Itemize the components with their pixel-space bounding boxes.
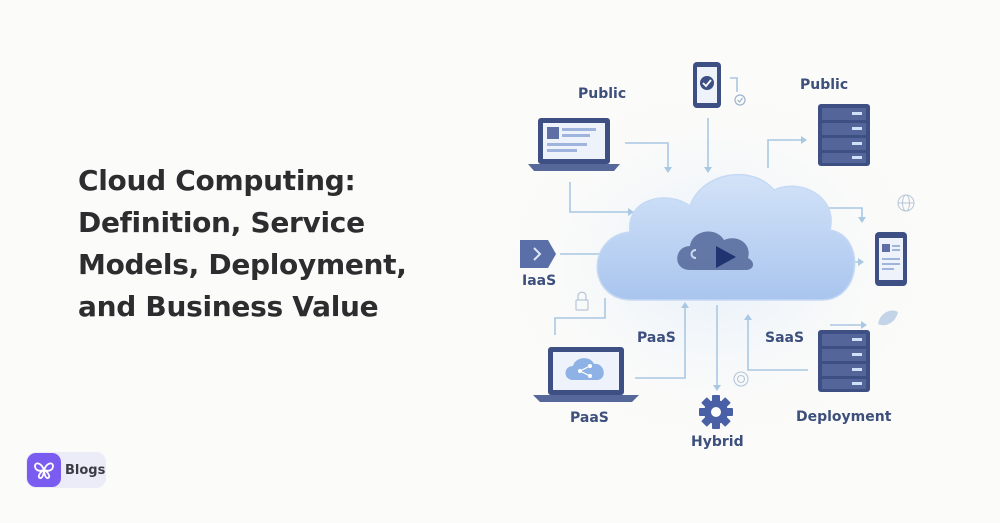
central-cloud [596,173,856,301]
brand-badge[interactable]: Blogs [26,452,106,488]
brand-logo-icon [27,453,61,487]
label-hybrid: Hybrid [691,434,744,450]
brand-name: Blogs [65,462,106,478]
label-saas: SaaS [765,330,805,346]
signal-icon [733,371,749,387]
label-deployment: Deployment [796,409,892,425]
title-line-1: Cloud Computing: [78,164,356,197]
title-line-3: Models, Deployment, [78,248,407,281]
checkmark-icon [734,94,746,106]
title-line-2: Definition, Service [78,206,365,239]
leaf-icon [878,310,898,326]
server-rack-icon [818,330,870,392]
smartphone-icon [693,62,721,108]
label-public-right: Public [800,77,849,93]
play-cloud-icon [677,231,754,270]
globe-icon [897,194,915,212]
laptop-icon [528,118,620,171]
lock-icon [575,291,589,311]
gear-icon [699,395,733,429]
label-paas-center: PaaS [637,330,676,346]
laptop-icon [533,347,639,402]
title-line-4: and Business Value [78,290,379,323]
smartphone-icon [875,232,907,286]
label-iaas: IaaS [522,273,557,289]
server-rack-icon [818,104,870,166]
page-title: Cloud Computing: Definition, Service Mod… [78,160,438,328]
iaas-icon [520,240,556,268]
label-paas-bottom: PaaS [570,410,609,426]
connector-lines [554,77,865,388]
label-public-left: Public [578,86,627,102]
share-icon [565,358,604,380]
